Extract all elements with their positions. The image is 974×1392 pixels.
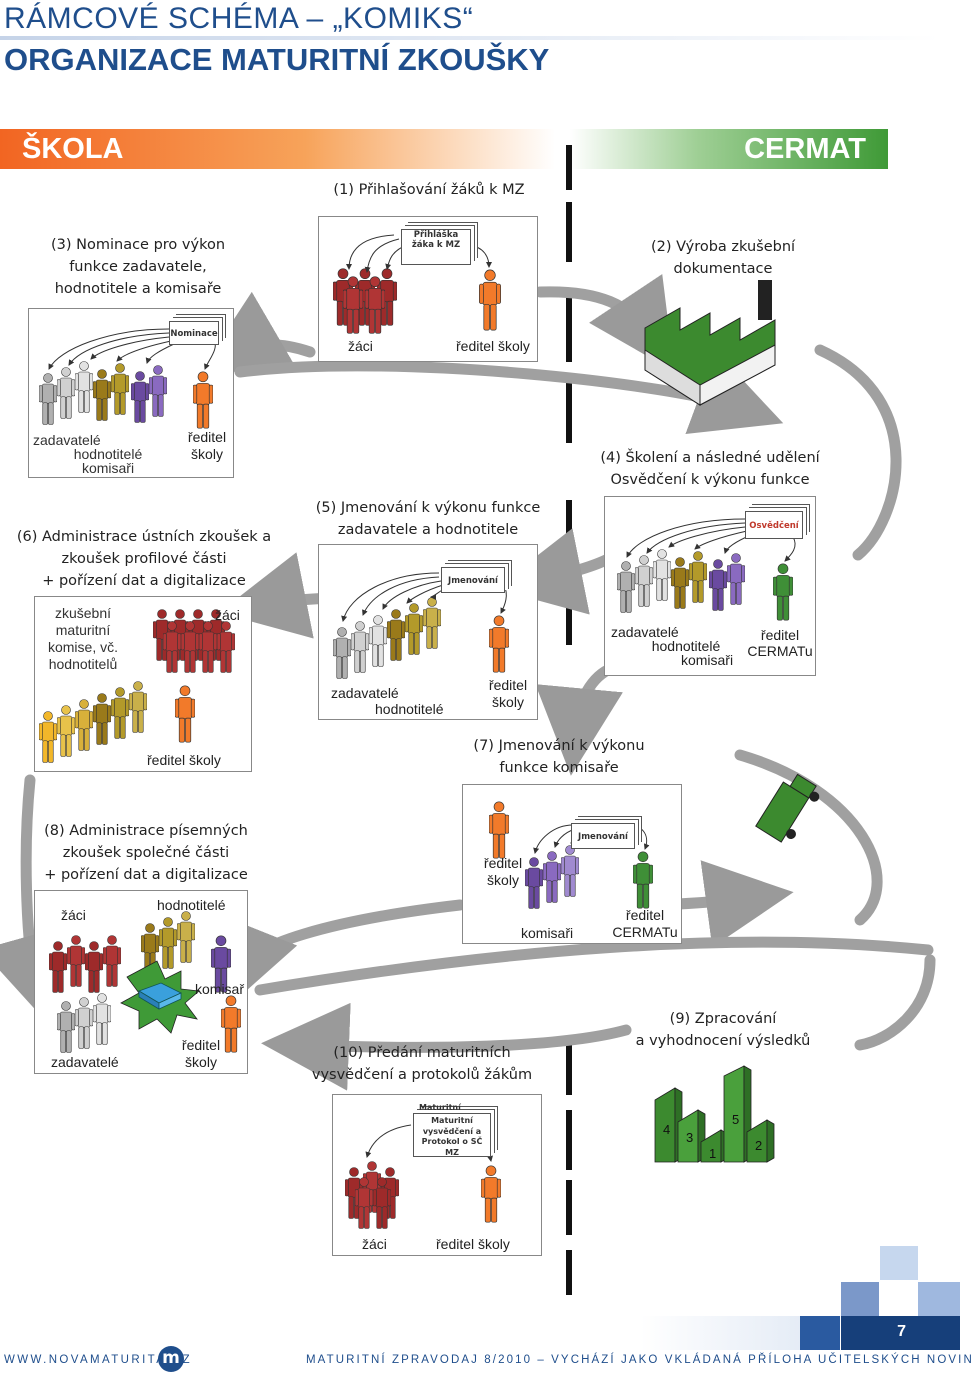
appointment-document: Jmenování — [441, 567, 505, 593]
students-label: žáci — [215, 607, 240, 623]
principal-label: ředitel školy — [456, 338, 530, 354]
page-title-line2: ORGANIZACE MATURITNÍ ZKOUŠKY — [4, 42, 550, 77]
divider-segment — [566, 145, 572, 190]
divider-segment — [566, 202, 572, 262]
bar-label: 5 — [732, 1112, 739, 1127]
arrow-4-5 — [494, 528, 612, 615]
diploma-stack-labels: Maturitní — [419, 1103, 461, 1112]
roles-label: zadavatelé hodnotitelé komisaři — [33, 432, 143, 476]
bar-label: 2 — [755, 1138, 762, 1153]
divider-segment — [566, 1180, 572, 1235]
roles-label: zadavatelé hodnotitelé — [331, 685, 444, 717]
step-5-box: Jmenování zadavatelé hodnotitelé ředitel… — [318, 544, 538, 720]
school-band: ŠKOLA — [0, 129, 555, 169]
divider-segment — [566, 378, 572, 443]
nomination-document: Nominace — [169, 321, 219, 345]
bar-label: 3 — [686, 1130, 693, 1145]
certificate-document: Osvědčení — [745, 511, 803, 539]
step-3-box: Nominace zadavatelé hodnotitelé komisaři… — [28, 308, 234, 478]
step-8-figures — [49, 911, 241, 1053]
arrow-6-8 — [0, 774, 66, 1023]
divider-segment — [566, 1250, 572, 1295]
students-label: žáci — [61, 907, 86, 923]
step-3-figures — [39, 328, 216, 429]
cermat-band: CERMAT — [570, 129, 888, 169]
arrow-3-1 — [197, 291, 316, 375]
principal-label: ředitel školy — [147, 752, 221, 768]
appointment-document: Jmenování — [571, 823, 635, 849]
step-1-title: (1) Přihlašování žáků k MZ — [333, 182, 525, 198]
maturita-logo: m — [158, 1346, 184, 1372]
page-number: 7 — [897, 1323, 906, 1340]
footer-website[interactable]: WWW.NOVAMATURITA.CZ — [4, 1354, 193, 1366]
decor-square — [918, 1282, 960, 1316]
divider-segment — [566, 600, 572, 645]
footer-publication: MATURITNÍ ZPRAVODAJ 8/2010 – VYCHÁZÍ JAK… — [306, 1354, 974, 1366]
commissioners-label: komisaři — [521, 925, 574, 941]
school-band-label: ŠKOLA — [22, 133, 124, 165]
step-8-box: žáci hodnotitelé komisař zadavatelé ředi… — [34, 890, 248, 1074]
administrators-label: zadavatelé — [51, 1054, 119, 1070]
bar-label: 4 — [663, 1122, 670, 1137]
page-title-line1: RÁMCOVÉ SCHÉMA – „KOMIKS“ — [4, 2, 474, 35]
arrow-8-9b — [854, 954, 936, 1051]
commissioner-label: komisař — [195, 981, 245, 997]
bar-label: 1 — [709, 1146, 716, 1161]
title-underline — [0, 36, 940, 40]
divider-segment — [566, 1040, 572, 1095]
students-label: žáci — [362, 1236, 387, 1252]
results-chart: 4 3 1 5 2 — [654, 1065, 775, 1163]
step-4-box: Osvědčení zadavatelé hodnotitelé komisař… — [604, 496, 816, 676]
arrow-4-loop — [814, 344, 902, 561]
roles-label: zadavatelé hodnotitelé komisaři — [611, 624, 734, 668]
cermat-band-label: CERMAT — [744, 133, 866, 165]
truck-icon — [755, 773, 820, 843]
arrow-truck — [734, 749, 883, 926]
arrow-8-9 — [254, 936, 934, 996]
principal-label: ředitel školy — [436, 1236, 510, 1252]
decor-square — [800, 1316, 840, 1350]
students-label: žáci — [348, 338, 373, 354]
arrow-4-7 — [535, 662, 623, 776]
arrow-9-10 — [261, 1002, 632, 1091]
factory-icon — [644, 280, 776, 406]
divider-segment — [566, 292, 572, 362]
decor-square — [880, 1246, 918, 1280]
divider-segment — [566, 1110, 572, 1170]
page-number-box: 7 — [841, 1316, 960, 1350]
arrow-1-2 — [534, 273, 675, 372]
footer-band — [0, 1316, 800, 1350]
decor-square — [841, 1282, 879, 1316]
graders-label: hodnotitelé — [157, 897, 226, 913]
